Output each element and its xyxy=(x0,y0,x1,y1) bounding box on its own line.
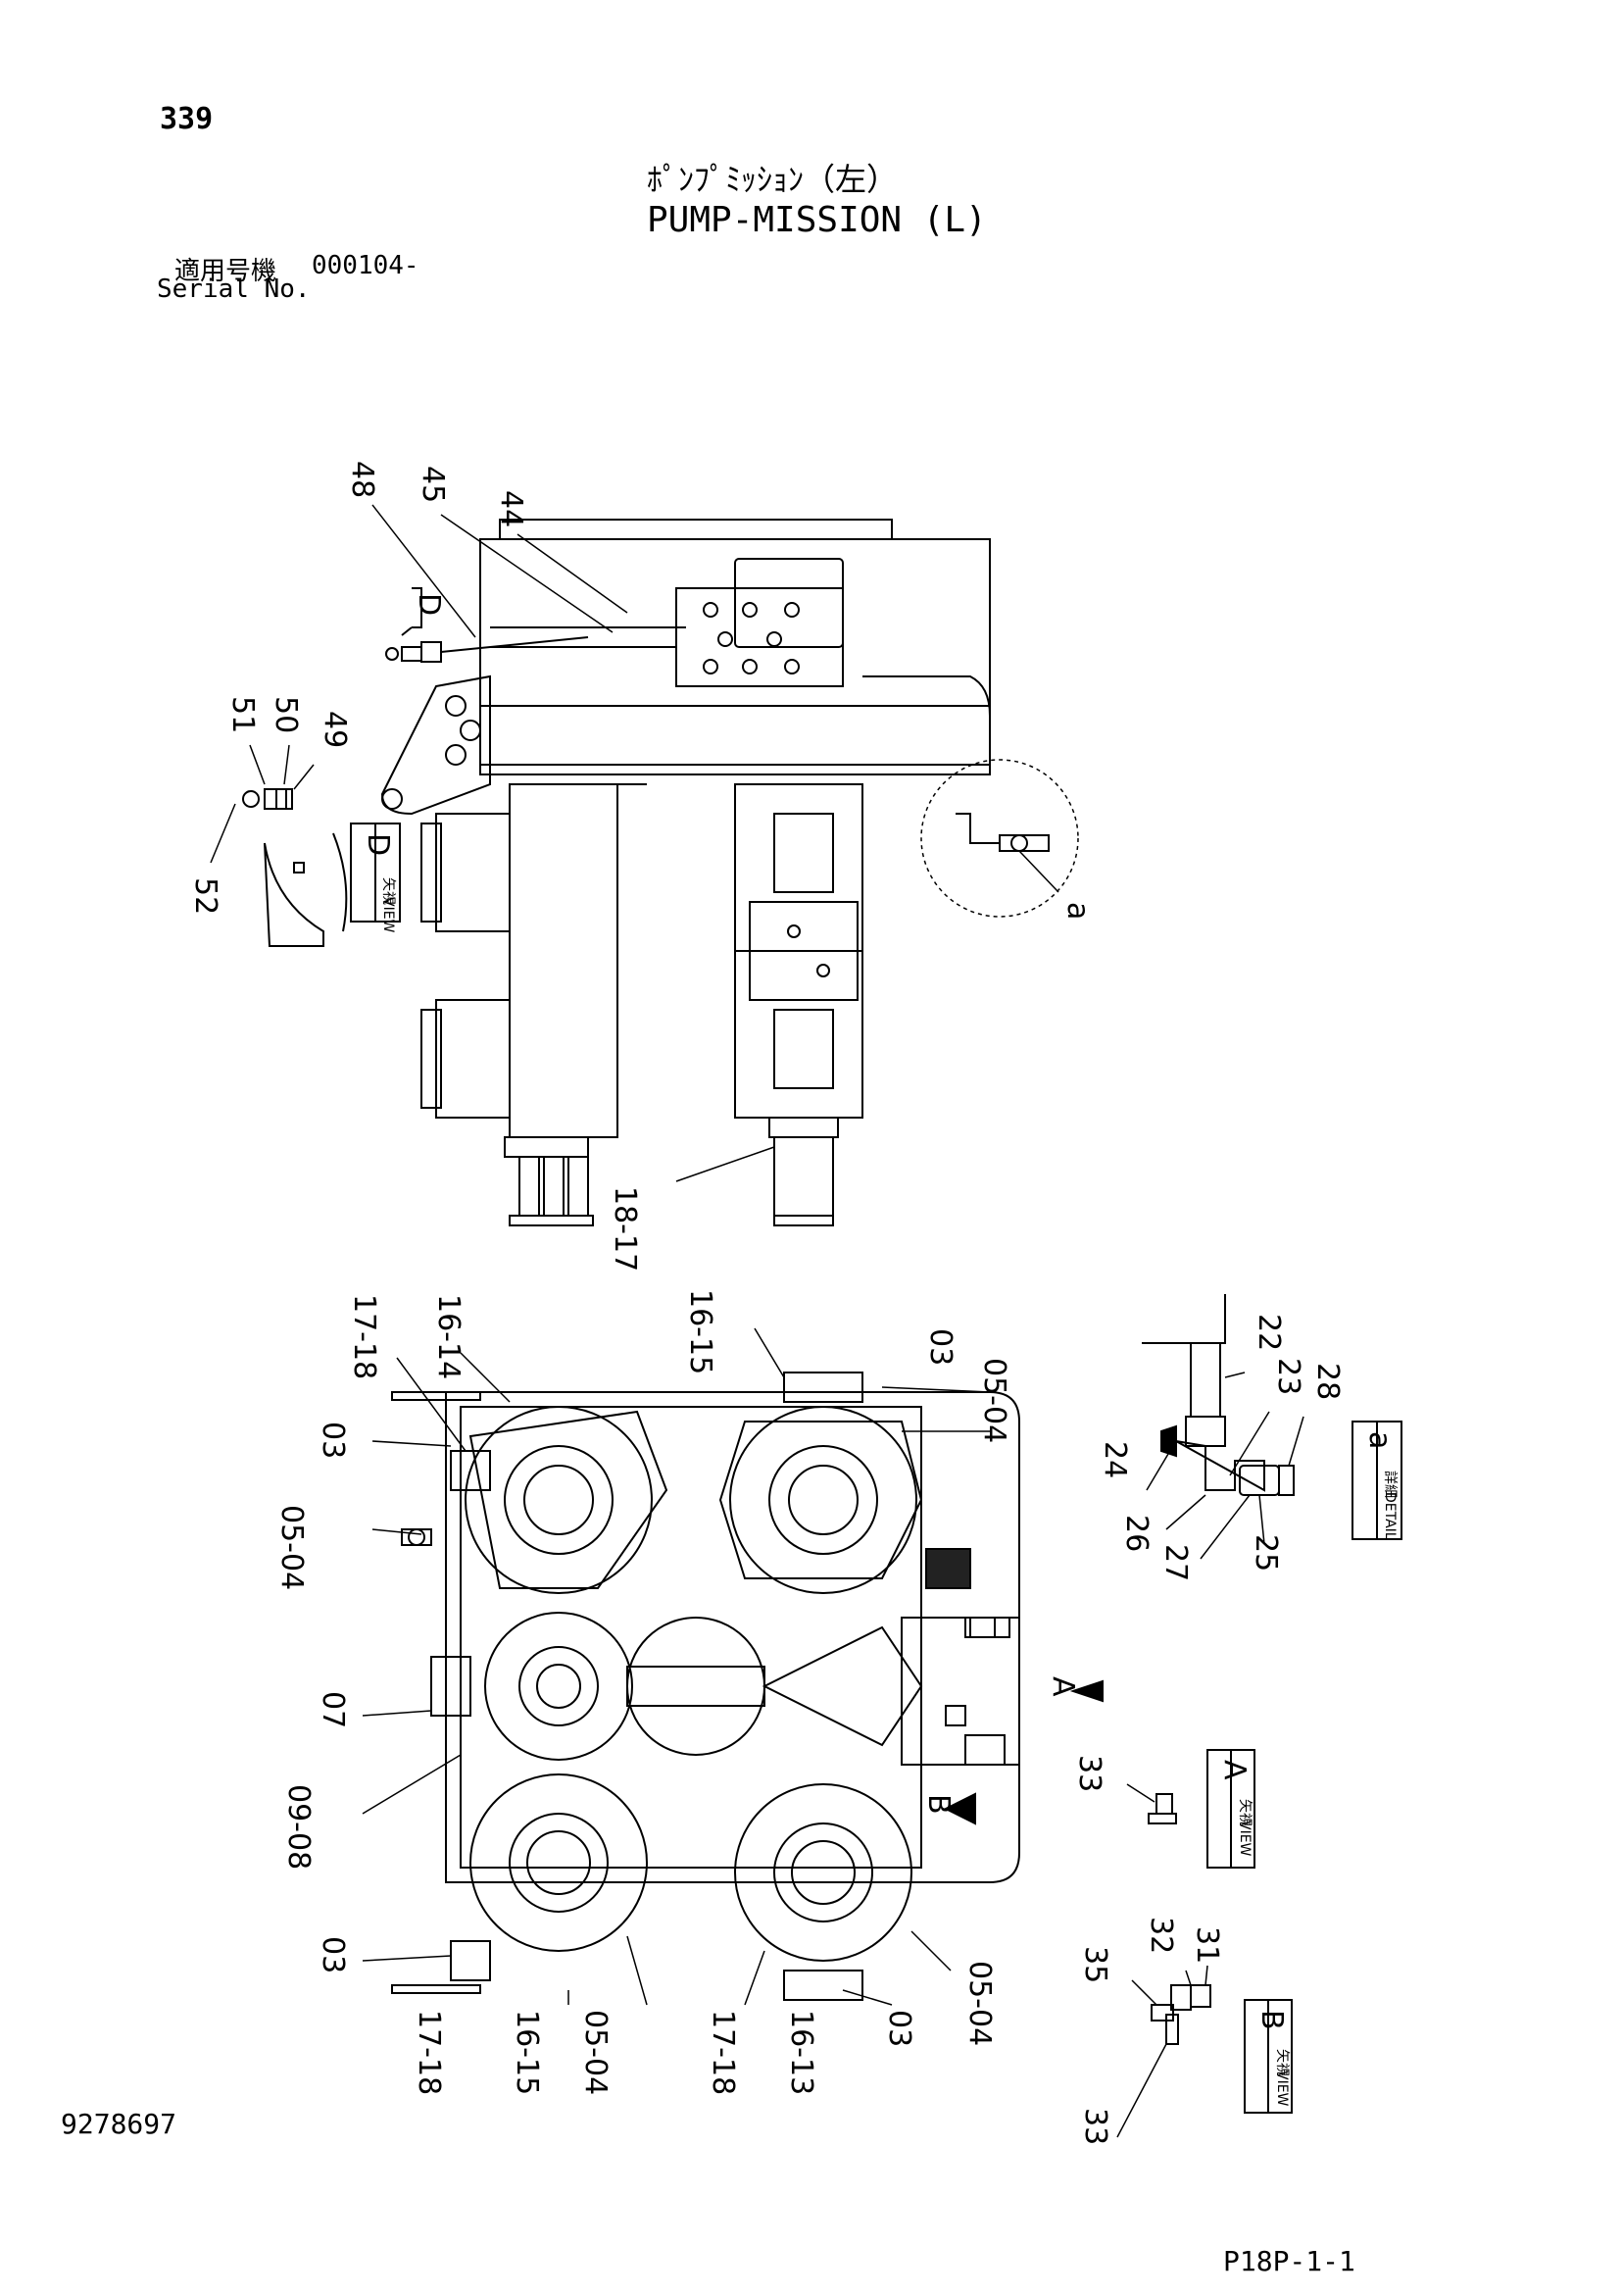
label-07: 07 xyxy=(316,1691,350,1728)
label-03-c: 03 xyxy=(923,1328,958,1366)
label-05-04-c: 05-04 xyxy=(977,1358,1011,1443)
view-b-caption-en: VIEW xyxy=(1274,2071,1290,2107)
top-view xyxy=(210,504,1079,1226)
serial-value: 000104- xyxy=(312,251,419,280)
page-number: 339 xyxy=(160,102,214,136)
label-23: 23 xyxy=(1271,1358,1305,1395)
detail-a-caption-en: DETAIL xyxy=(1382,1492,1398,1540)
view-ref-d-top: D xyxy=(412,593,446,616)
view-b-caption-jp: 矢視 xyxy=(1274,2049,1290,2076)
view-b-ref: B xyxy=(1254,2010,1289,2030)
label-32: 32 xyxy=(1144,1917,1178,1954)
label-18-17: 18-17 xyxy=(608,1186,642,1272)
view-d-ref: D xyxy=(361,833,395,856)
label-49: 49 xyxy=(318,711,352,748)
title-japanese: ﾎﾟﾝﾌﾟﾐｯｼｮﾝ（左） xyxy=(647,161,899,198)
sheet-code: P18P-1-1 xyxy=(1223,2245,1355,2277)
label-17-18-a: 17-18 xyxy=(347,1294,381,1379)
label-03-b: 03 xyxy=(316,1936,350,1973)
label-27: 27 xyxy=(1158,1544,1193,1581)
label-24: 24 xyxy=(1098,1441,1132,1478)
label-31: 31 xyxy=(1190,1926,1224,1964)
label-26: 26 xyxy=(1119,1515,1154,1552)
label-17-18-c: 17-18 xyxy=(706,2010,740,2095)
bottom-view xyxy=(362,1327,1104,2006)
view-a xyxy=(1126,1749,1255,1869)
view-a-ref: A xyxy=(1217,1760,1252,1780)
label-44: 44 xyxy=(494,490,528,527)
view-d-caption-en: VIEW xyxy=(380,897,396,933)
serial-label-english: Serial No. xyxy=(157,275,311,304)
document-number: 9278697 xyxy=(61,2108,177,2140)
detail-a-ref: a xyxy=(1362,1431,1397,1449)
arrow-a-label: A xyxy=(1046,1676,1080,1697)
label-22: 22 xyxy=(1252,1314,1286,1351)
view-a-caption-en: VIEW xyxy=(1237,1821,1253,1857)
label-05-04-b: 05-04 xyxy=(578,2010,613,2095)
label-50: 50 xyxy=(269,696,303,733)
view-d-caption-jp: 矢視 xyxy=(380,877,396,905)
label-03-a: 03 xyxy=(316,1422,350,1459)
label-51: 51 xyxy=(225,696,260,733)
detail-a xyxy=(1142,1294,1402,1560)
label-35: 35 xyxy=(1078,1946,1112,1983)
label-05-04-a: 05-04 xyxy=(274,1505,309,1590)
view-b xyxy=(1116,1965,1293,2138)
view-a-caption-jp: 矢視 xyxy=(1237,1799,1253,1826)
label-33-a: 33 xyxy=(1072,1755,1106,1792)
label-05-04-d: 05-04 xyxy=(962,1961,997,2046)
label-16-14: 16-14 xyxy=(431,1294,466,1379)
arrow-b-label: B xyxy=(921,1794,956,1815)
label-16-15-b: 16-15 xyxy=(683,1289,717,1374)
label-03-d: 03 xyxy=(882,2010,916,2047)
detail-a-caption-jp: 詳細 xyxy=(1382,1471,1398,1498)
detail-ref-a: a xyxy=(1060,902,1095,920)
label-16-13: 16-13 xyxy=(784,2010,818,2095)
label-25: 25 xyxy=(1249,1534,1283,1572)
label-17-18-b: 17-18 xyxy=(412,2010,446,2095)
title-english: PUMP-MISSION (L) xyxy=(647,200,987,240)
label-28: 28 xyxy=(1310,1363,1345,1400)
label-33-b: 33 xyxy=(1078,2108,1112,2145)
label-52: 52 xyxy=(188,877,222,915)
label-09-08: 09-08 xyxy=(281,1784,316,1870)
serial-label-japanese: 適用号機 xyxy=(174,257,277,286)
label-48: 48 xyxy=(345,461,379,498)
label-16-15-a: 16-15 xyxy=(510,2010,544,2095)
label-45: 45 xyxy=(416,466,450,503)
